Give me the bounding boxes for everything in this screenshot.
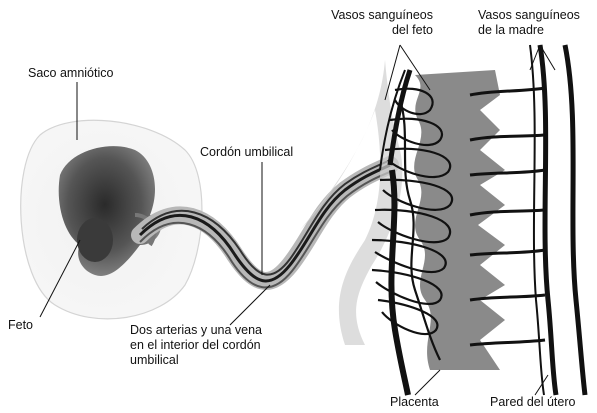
label-placenta: Placenta bbox=[390, 395, 439, 410]
label-maternal-vessels-line1: Vasos sanguíneos bbox=[478, 8, 580, 23]
label-arteries-vein-line2: en el interior del cordón bbox=[130, 338, 262, 353]
placenta-tissue bbox=[414, 70, 505, 370]
label-fetal-vessels-line1: Vasos sanguíneos bbox=[283, 8, 433, 23]
label-arteries-vein-line3: umbilical bbox=[130, 353, 262, 368]
label-fetal-vessels: Vasos sanguíneos del feto bbox=[283, 8, 433, 38]
label-amniotic-sac: Saco amniótico bbox=[28, 66, 113, 81]
label-arteries-vein: Dos arterias y una vena en el interior d… bbox=[130, 323, 262, 368]
label-uterine-wall: Pared del útero bbox=[490, 395, 575, 410]
label-maternal-vessels: Vasos sanguíneos de la madre bbox=[478, 8, 580, 38]
label-fetus: Feto bbox=[8, 318, 33, 333]
label-maternal-vessels-line2: de la madre bbox=[478, 23, 580, 38]
label-umbilical-cord: Cordón umbilical bbox=[200, 145, 293, 160]
label-arteries-vein-line1: Dos arterias y una vena bbox=[130, 323, 262, 338]
label-fetal-vessels-line2: del feto bbox=[283, 23, 433, 38]
